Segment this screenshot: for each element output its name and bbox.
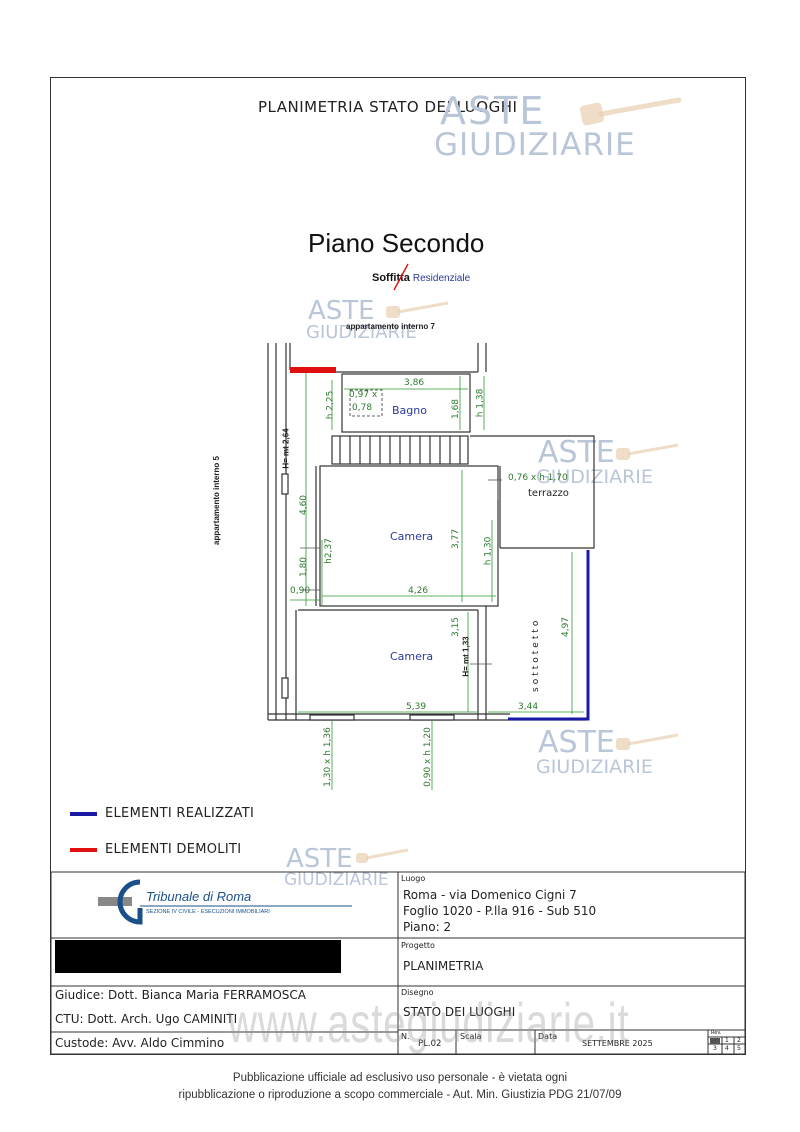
watermark-legend: ASTE GIUDIZIARIE: [284, 844, 389, 890]
dim-skylight-2: 0,78: [352, 403, 373, 413]
site-watermark: www.astegiudiziarie.it: [228, 991, 630, 1054]
luogo-label: Luogo: [401, 874, 426, 883]
rev-label: Rev.: [711, 1030, 722, 1036]
court-name: Tribunale di Roma: [146, 889, 252, 904]
room-terrazzo: terrazzo: [528, 488, 569, 499]
giudice: Giudice: Dott. Bianca Maria FERRAMOSCA: [55, 988, 306, 1002]
floor-plan: [267, 343, 595, 790]
gavel-icon: [616, 443, 679, 460]
legend-built-label: ELEMENTI REALIZZATI: [105, 806, 255, 821]
floor-title: Piano Secondo: [308, 228, 485, 258]
luogo-line-2: Foglio 1020 - P.lla 916 - Sub 510: [403, 904, 597, 918]
new-use-label: Residenziale: [412, 273, 471, 284]
custode: Custode: Avv. Aldo Cimmino: [55, 1036, 225, 1050]
luogo-line-1: Roma - via Domenico Cigni 7: [403, 888, 577, 902]
progetto-label: Progetto: [401, 941, 435, 950]
rev-cell-4: 4: [725, 1045, 729, 1052]
dim-3-86: 3,86: [404, 378, 425, 388]
rev-cell-1: 1: [725, 1037, 729, 1044]
room-camera-2: Camera: [390, 650, 434, 663]
court-section: SEZIONE IV CIVILE - ESECUZIONI IMMOBILIA…: [146, 909, 270, 915]
legend-built: ELEMENTI REALIZZATI: [70, 806, 254, 821]
legend-demolished-label: ELEMENTI DEMOLITI: [105, 842, 242, 857]
watermark-bottom-right: ASTE GIUDIZIARIE: [536, 725, 653, 778]
drawing-title: PLANIMETRIA STATO DEI LUOGHI: [258, 98, 518, 116]
progetto-value: PLANIMETRIA: [403, 959, 484, 973]
dim-5-39: 5,39: [406, 702, 427, 712]
rev-cell-2: 2: [737, 1037, 741, 1044]
gavel-icon: [386, 301, 449, 318]
rev-cell-5: 5: [737, 1045, 741, 1052]
dim-0-90: 0,90: [290, 586, 311, 596]
dim-4-26: 4,26: [408, 586, 429, 596]
dim-0-76: 0,76 x h 1,70: [508, 473, 568, 483]
gavel-icon: [616, 733, 679, 750]
legend-demolished: ELEMENTI DEMOLITI: [70, 842, 241, 857]
disegno-label: Disegno: [401, 988, 434, 997]
dim-3-44: 3,44: [518, 702, 539, 712]
watermark-top: ASTE GIUDIZIARIE: [434, 89, 636, 163]
luogo-line-3: Piano: 2: [403, 920, 452, 934]
legend-demolished-swatch: [70, 847, 97, 852]
watermark-right: ASTE GIUDIZIARIE: [536, 435, 653, 488]
room-camera-1: Camera: [390, 530, 434, 543]
gavel-icon: [356, 848, 409, 863]
disegno-value: STATO DEI LUOGHI: [403, 1005, 516, 1019]
legend-built-swatch: [70, 811, 97, 816]
rev-cell-3: 3: [713, 1045, 717, 1052]
old-use-label: Soffitta: [372, 272, 410, 284]
watermark-mid-left: ASTE GIUDIZIARIE: [306, 296, 417, 343]
date-label: Data: [538, 1032, 558, 1041]
gavel-icon: [579, 97, 682, 126]
ctu: CTU: Dott. Arch. Ugo CAMINITI: [55, 1012, 238, 1026]
date-value: SETTEMBRE 2025: [582, 1039, 653, 1048]
footer-line-2: ripubblicazione o riproduzione a scopo c…: [178, 1089, 622, 1101]
footer-line-1: Pubblicazione ufficiale ad esclusivo uso…: [232, 1072, 568, 1084]
dim-skylight-1: 0,97 x: [349, 390, 378, 400]
scale-label: Scala: [460, 1032, 482, 1041]
neighbor-top-label: appartamento interno 7: [346, 322, 435, 331]
room-bagno: Bagno: [392, 404, 427, 417]
number-label: N.: [401, 1032, 410, 1041]
number-value: PL.02: [418, 1039, 442, 1049]
strike-mark: [393, 263, 409, 291]
